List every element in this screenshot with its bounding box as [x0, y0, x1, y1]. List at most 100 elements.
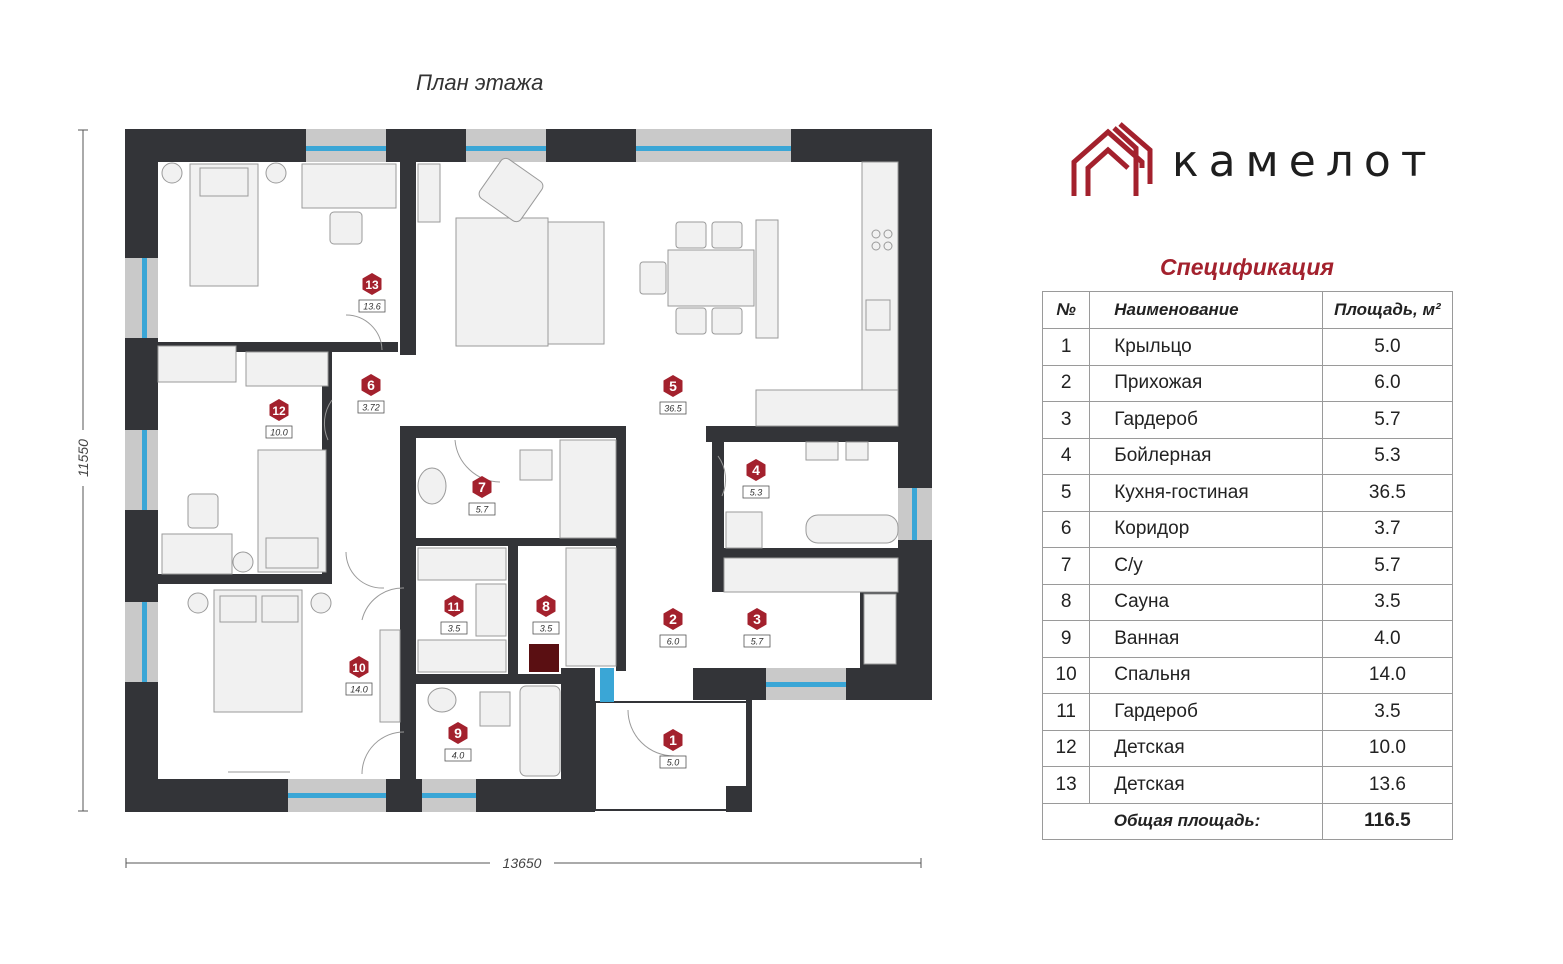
room-area-box: [659, 401, 687, 415]
row-area: 5.3: [1321, 437, 1454, 475]
room-marker-hexagon: [663, 729, 683, 751]
room-marker-hexagon: [746, 459, 766, 481]
row-area: 3.5: [1321, 583, 1454, 621]
row-name: Ванная: [1089, 620, 1323, 658]
room-area: 36.5: [664, 404, 683, 414]
window: [898, 488, 932, 540]
boiler: [845, 441, 869, 461]
room-marker-hexagon: [747, 608, 767, 630]
row-name: Спальня: [1089, 656, 1323, 694]
nightstand: [232, 551, 254, 573]
nightstand: [187, 592, 209, 614]
kitchen-counter: [755, 389, 899, 427]
bed: [189, 163, 259, 287]
room-area: 10.0: [270, 428, 288, 438]
row-area: 5.0: [1321, 328, 1454, 366]
room-number: 2: [669, 611, 677, 627]
row-name: Крыльцо: [1089, 328, 1323, 366]
room-area-box: [444, 748, 472, 762]
row-name: Бойлерная: [1089, 437, 1323, 475]
bed: [213, 589, 303, 713]
house-logo-icon: [1071, 122, 1153, 196]
row-name: Прихожая: [1089, 364, 1323, 402]
sink: [417, 467, 447, 505]
row-num: 7: [1041, 547, 1091, 585]
window: [125, 430, 158, 510]
door: [454, 439, 501, 483]
sofa-cushions: [547, 221, 605, 345]
room-number: 3: [753, 611, 761, 627]
furniture: [157, 157, 899, 777]
cabinet: [417, 163, 441, 223]
brand-name: камелот: [1172, 136, 1437, 187]
row-area: 14.0: [1321, 656, 1454, 694]
row-num: 6: [1041, 510, 1091, 548]
door: [361, 731, 405, 775]
room-marker-4: 45.3: [742, 459, 770, 499]
room-area-box: [532, 621, 560, 635]
row-num: 12: [1041, 729, 1091, 767]
wardrobe: [723, 557, 899, 593]
chair: [675, 221, 707, 249]
room-area-box: [440, 621, 468, 635]
window: [422, 779, 476, 812]
sofa: [455, 217, 549, 347]
row-area: 36.5: [1321, 474, 1454, 512]
room-area-box: [468, 502, 496, 516]
room-area-box: [659, 755, 687, 769]
chair: [187, 493, 219, 529]
room-number: 8: [542, 598, 550, 614]
room-marker-hexagon: [269, 399, 289, 421]
windows: [125, 129, 932, 812]
room-marker-hexagon: [536, 595, 556, 617]
room-area: 5.3: [750, 488, 763, 498]
sink: [427, 687, 457, 713]
room-number: 5: [669, 378, 677, 394]
door: [627, 709, 675, 757]
room-area: 5.7: [476, 505, 490, 515]
room-area: 3.5: [448, 624, 462, 634]
room-marker-1: 15.0: [659, 729, 687, 769]
row-area: 4.0: [1321, 620, 1454, 658]
header-name: Наименование: [1089, 291, 1323, 329]
dining-table: [667, 249, 755, 307]
room-marker-5: 536.5: [659, 375, 687, 415]
row-name: Кухня-гостиная: [1089, 474, 1323, 512]
height-dimension: 11550: [75, 439, 91, 477]
row-name: Коридор: [1089, 510, 1323, 548]
wardrobe: [417, 639, 507, 673]
row-area: 3.5: [1321, 693, 1454, 731]
room-marker-hexagon: [663, 375, 683, 397]
row-num: 1: [1041, 328, 1091, 366]
ironing-board: [805, 514, 899, 544]
room-marker-3: 35.7: [743, 608, 771, 648]
room-area: 13.6: [363, 302, 381, 312]
spec-header-row: № Наименование Площадь, м²: [1041, 291, 1454, 329]
row-num: 13: [1041, 766, 1091, 804]
chair: [675, 307, 707, 335]
chair: [329, 211, 363, 245]
row-num: 4: [1041, 437, 1091, 475]
window: [766, 668, 846, 700]
row-num: 8: [1041, 583, 1091, 621]
total-label: Общая площадь:: [1089, 802, 1323, 840]
toilet: [479, 691, 511, 727]
room-marker-2: 26.0: [659, 608, 687, 648]
shower: [559, 439, 617, 539]
room-marker-hexagon: [361, 374, 381, 396]
row-name: Сауна: [1089, 583, 1323, 621]
brand-logo: камелот: [1070, 120, 1440, 200]
door: [361, 587, 405, 621]
sauna-bench: [565, 547, 617, 667]
nightstand: [310, 592, 332, 614]
bathtub: [519, 685, 561, 777]
room-area: 5.7: [751, 637, 765, 647]
plan-title: План этажа: [416, 70, 544, 95]
